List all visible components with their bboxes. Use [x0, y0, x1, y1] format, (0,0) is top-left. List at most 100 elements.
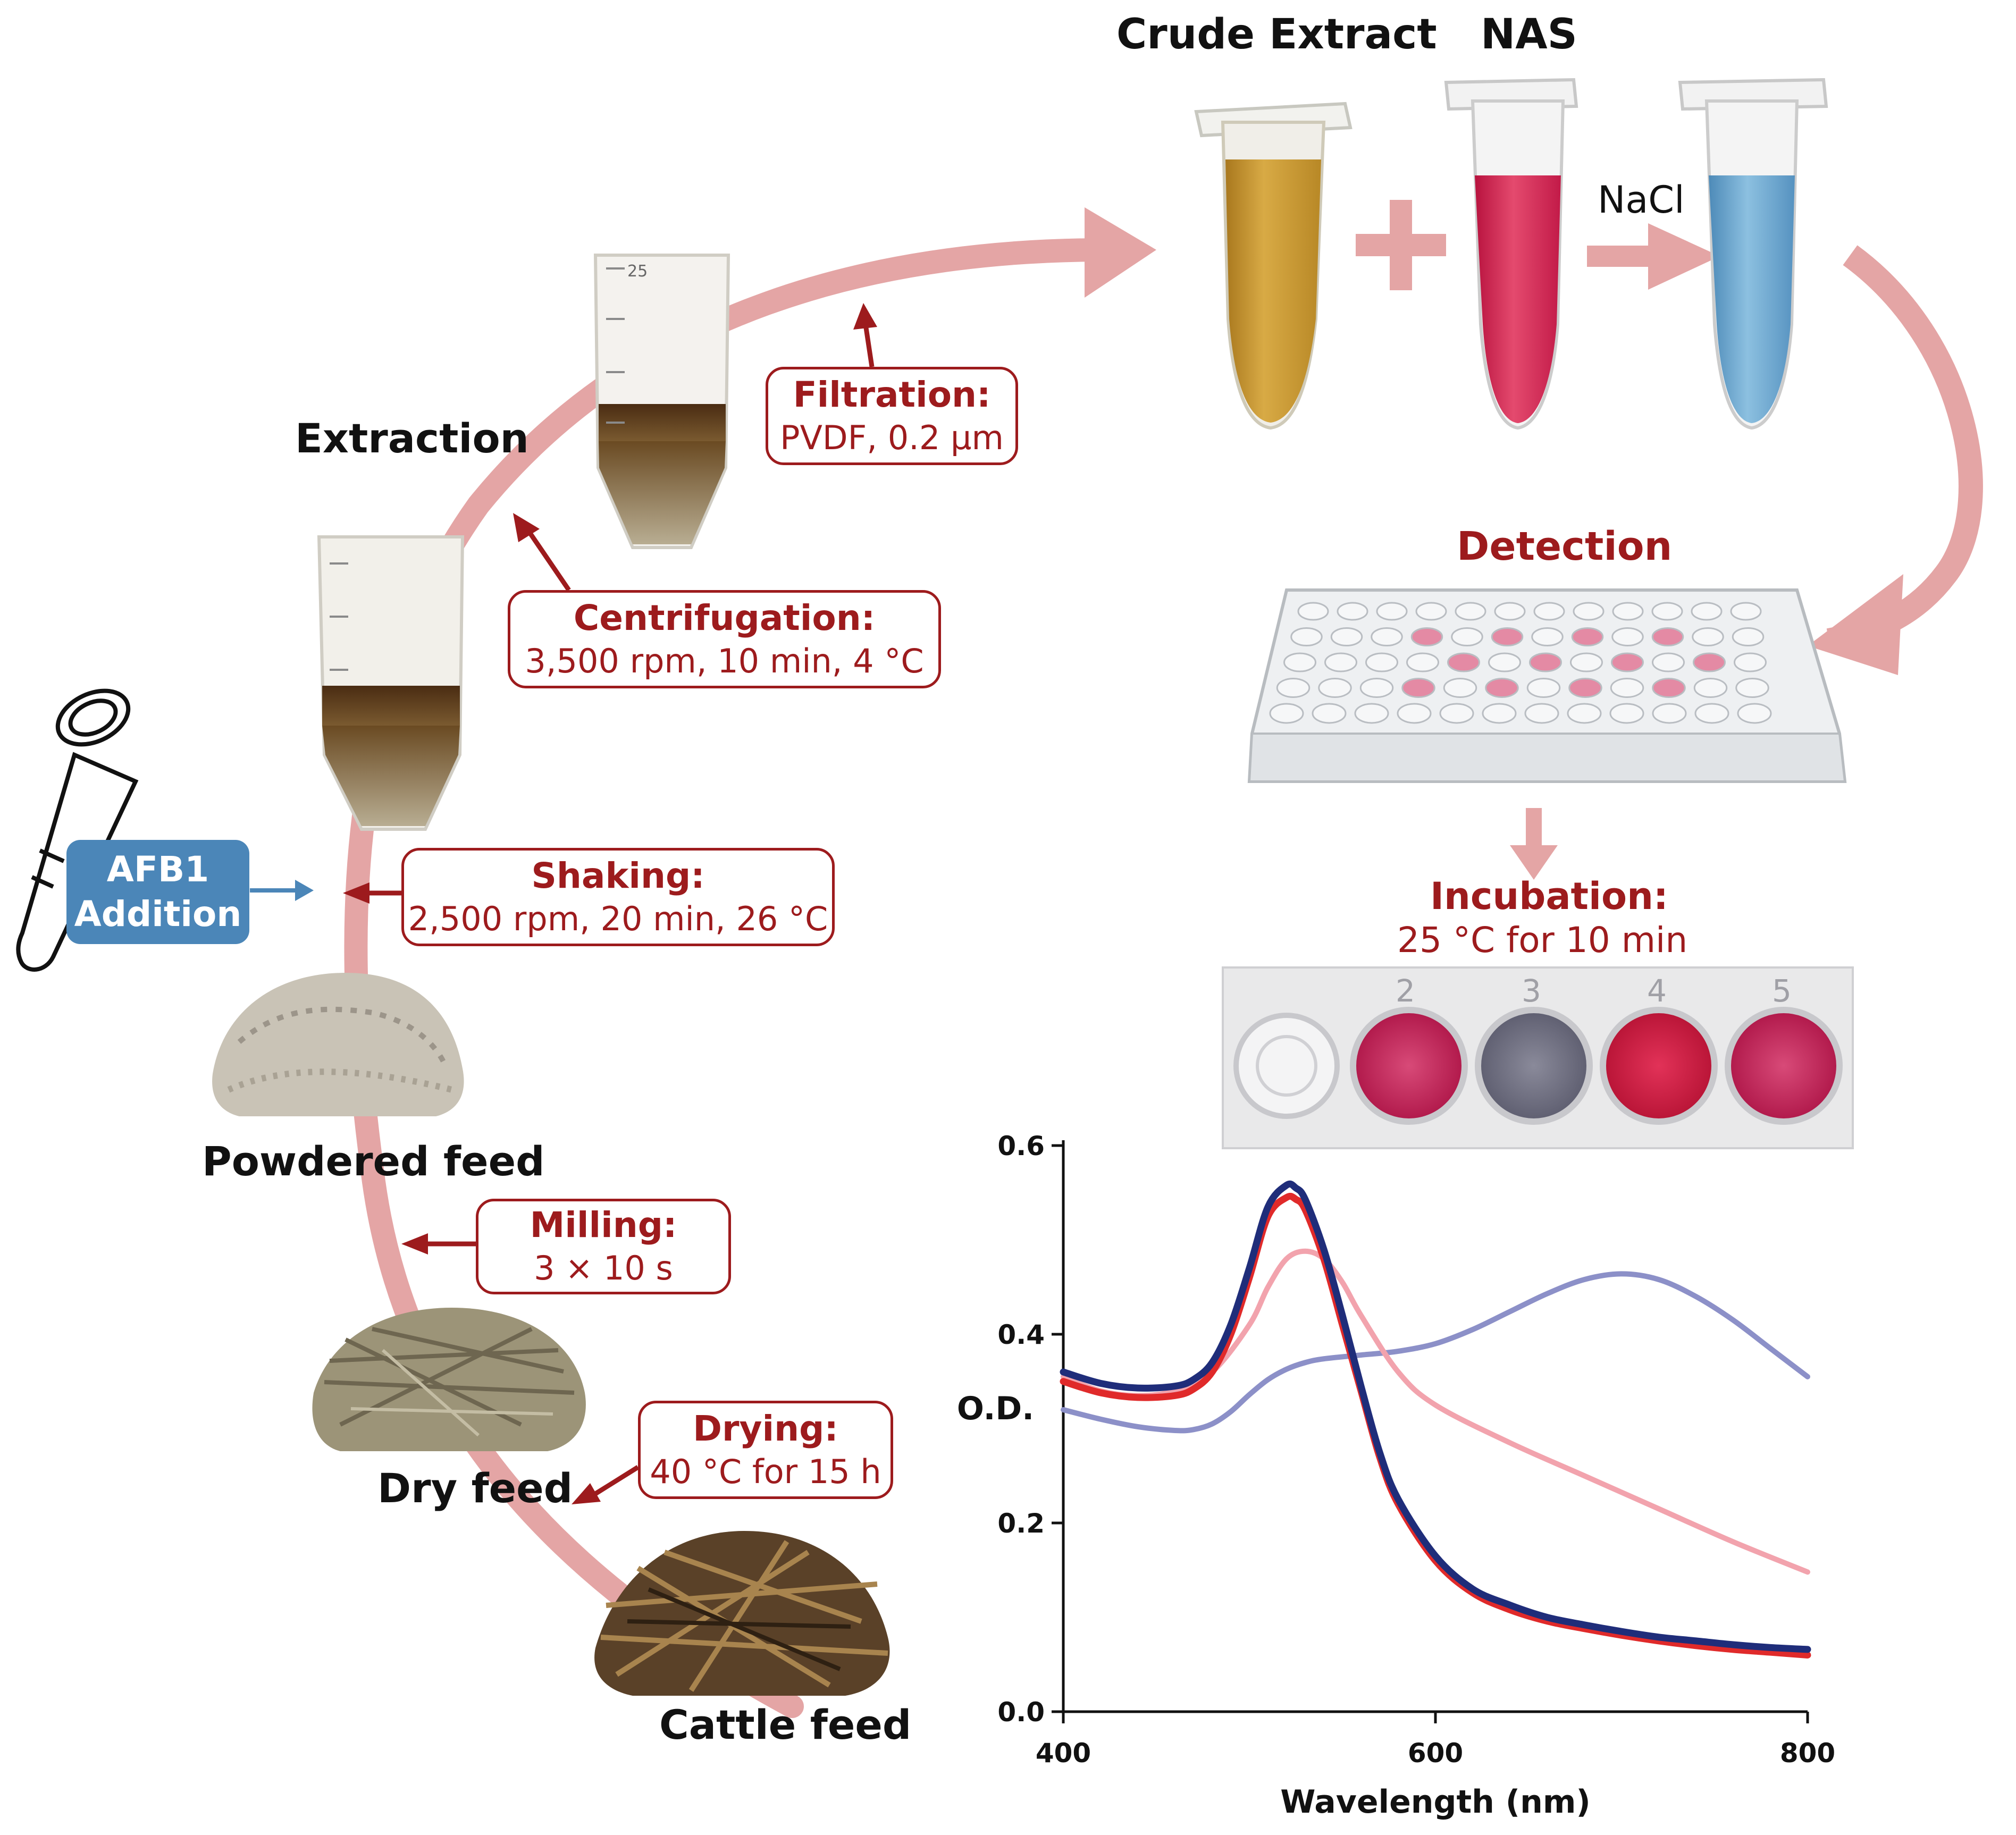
plate-well [1371, 627, 1403, 646]
shaking-title: Shaking: [531, 855, 705, 896]
afb1-label: AFB1 [106, 849, 209, 890]
plate-well [1283, 652, 1316, 672]
nas-label: NAS [1481, 11, 1577, 58]
plate-well [1494, 602, 1526, 621]
plate-well [1732, 627, 1765, 646]
plate-well [1691, 602, 1723, 621]
plate-well [1447, 652, 1480, 672]
y-axis-title: O.D. [957, 1390, 1034, 1427]
spectrum-series-4 [1061, 1271, 1810, 1434]
plate-well [1567, 703, 1602, 724]
x-axis-title: Wavelength (nm) [1280, 1783, 1591, 1821]
plate-well [1533, 602, 1565, 621]
plate-well [1330, 627, 1363, 646]
plate-well [1570, 652, 1603, 672]
filtration-box: Filtration: PVDF, 0.2 µm [766, 367, 1018, 465]
y-tick-label: 0.0 [997, 1697, 1045, 1728]
afb1-addition-badge: AFB1 Addition [66, 840, 249, 944]
falcon-tube-lower [317, 535, 465, 831]
plate-well [1651, 602, 1683, 621]
plate-well [1337, 602, 1368, 621]
plate-well [1610, 678, 1644, 698]
plate-well [1324, 652, 1357, 672]
eppendorf-outline-icon [16, 688, 139, 972]
milling-detail: 3 × 10 s [534, 1249, 673, 1287]
centrifugation-title: Centrifugation: [573, 597, 876, 638]
plate-well [1652, 703, 1687, 724]
milling-title: Milling: [530, 1205, 677, 1245]
dry-feed-image [312, 1308, 586, 1451]
plate-well [1297, 602, 1329, 621]
plate-well [1612, 602, 1644, 621]
x-tick-label: 400 [1036, 1738, 1091, 1769]
plate-well [1290, 627, 1323, 646]
nacl-arrow [1587, 246, 1651, 267]
plate-well [1737, 703, 1772, 724]
plate-well [1651, 627, 1684, 646]
plate-well [1485, 678, 1519, 698]
tube-mark-25: 25 [627, 262, 648, 281]
plate-well [1376, 602, 1408, 621]
detection-label: Detection [1457, 524, 1673, 569]
filtration-title: Filtration: [793, 374, 991, 415]
shaking-box: Shaking: 2,500 rpm, 20 min, 26 °C [401, 848, 835, 946]
plate-well [1611, 652, 1644, 672]
shaking-detail: 2,500 rpm, 20 min, 26 °C [408, 899, 828, 938]
plate-well [1276, 678, 1311, 698]
well-number-3: 3 [1522, 973, 1541, 1009]
step-arrows [343, 303, 877, 1504]
filtration-detail: PVDF, 0.2 µm [780, 418, 1004, 457]
spectrum-series-2 [1060, 1192, 1811, 1659]
well-number-4: 4 [1647, 973, 1667, 1009]
plate-well [1529, 652, 1562, 672]
plate-well [1365, 652, 1398, 672]
plate-well [1652, 678, 1686, 698]
plate-well [1482, 703, 1517, 724]
y-tick-label: 0.4 [997, 1319, 1045, 1350]
plate-well [1318, 678, 1352, 698]
nacl-tube [1678, 78, 1828, 430]
plate-well [1735, 678, 1769, 698]
plate-well [1531, 627, 1564, 646]
milling-box: Milling: 3 × 10 s [476, 1199, 731, 1294]
plate-well [1611, 627, 1644, 646]
extraction-label: Extraction [295, 415, 529, 462]
plate-well [1269, 703, 1304, 724]
well-number-5: 5 [1772, 973, 1792, 1009]
plate-well [1694, 703, 1729, 724]
plate-well [1693, 678, 1728, 698]
well-number-2: 2 [1396, 973, 1415, 1009]
crude-extract-tube [1194, 102, 1353, 430]
flow-arrowhead-top [1085, 207, 1156, 298]
incubation-detail: 25 °C for 10 min [1397, 920, 1688, 961]
drying-box: Drying: 40 °C for 15 h [638, 1401, 893, 1499]
plate-well [1609, 703, 1644, 724]
plate-well [1692, 627, 1724, 646]
plate-well [1443, 678, 1477, 698]
cattle-feed-label: Cattle feed [659, 1701, 912, 1748]
well-strip-image [1222, 966, 1854, 1149]
plate-well [1693, 652, 1726, 672]
plate-well [1401, 678, 1435, 698]
plate-well [1354, 703, 1389, 724]
drying-detail: 40 °C for 15 h [650, 1452, 881, 1491]
nacl-label: NaCl [1598, 178, 1685, 222]
chart-series [1060, 1180, 1811, 1659]
plate-well [1488, 652, 1521, 672]
plate-well [1415, 602, 1447, 621]
plate-well [1524, 703, 1559, 724]
plate-well [1455, 602, 1486, 621]
incubation-title: Incubation: [1430, 874, 1668, 918]
centrifugation-detail: 3,500 rpm, 10 min, 4 °C [525, 641, 924, 680]
plate-wells [1269, 602, 1772, 724]
powdered-feed-label: Powdered feed [202, 1138, 545, 1185]
nas-tube [1444, 78, 1578, 430]
plate-well [1359, 678, 1394, 698]
plate-well [1410, 627, 1443, 646]
spectrum-series-1 [1060, 1180, 1811, 1653]
dry-feed-label: Dry feed [377, 1464, 573, 1512]
plate-well [1568, 678, 1602, 698]
y-tick-label: 0.2 [997, 1508, 1045, 1539]
